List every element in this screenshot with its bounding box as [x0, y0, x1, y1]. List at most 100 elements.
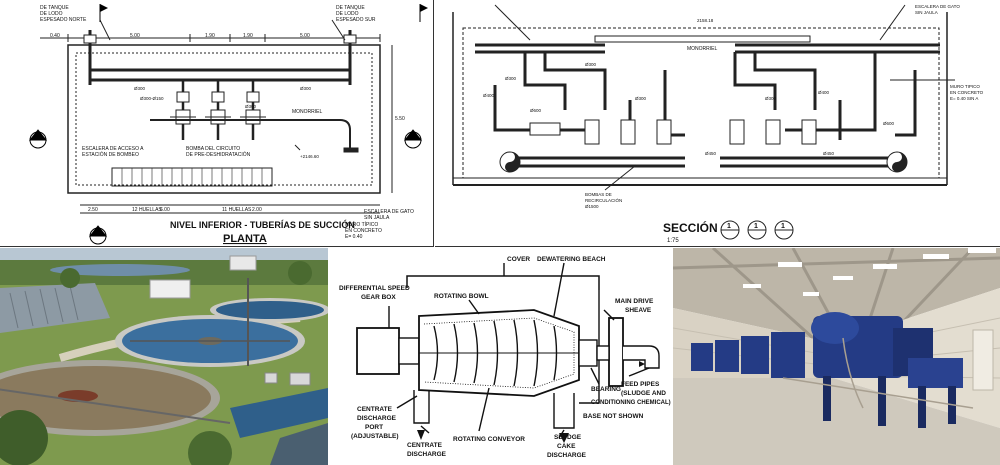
- monorriel-label-section: MONORRIEL: [687, 46, 718, 52]
- ceiling-light: [778, 262, 802, 267]
- escalera-gato-2: SIN JAULA: [364, 215, 390, 221]
- pipe-label-4: Ø300: [245, 104, 257, 109]
- label-rotating-bowl: ROTATING BOWL: [434, 293, 489, 300]
- ceiling-light: [923, 254, 949, 259]
- ceiling-light: [873, 264, 897, 269]
- section-mark-2: 1: [754, 223, 758, 230]
- section-pipe-1: Ø300: [585, 62, 597, 67]
- label-centrate-port-3: PORT: [365, 424, 383, 431]
- pipe-label-1: Ø300: [134, 86, 146, 91]
- label-centrate-port-2: DISCHARGE: [357, 415, 397, 422]
- label-cake-discharge-2: CAKE: [557, 443, 576, 450]
- treatment-plant-photo: [0, 248, 328, 465]
- level-top: 2158.18: [697, 18, 714, 23]
- section-pipe-6: Ø400: [818, 90, 830, 95]
- ceiling-light: [743, 284, 761, 288]
- label-diff-gear-1: DIFFERENTIAL SPEED: [339, 285, 410, 292]
- label-feed-pipes-2: (SLUDGE AND: [621, 390, 666, 397]
- label-centrate-port-4: (ADJUSTABLE): [351, 433, 399, 440]
- section-pipe-4: Ø300: [765, 96, 777, 101]
- huellas-left: 12 HUELLAS: [132, 207, 162, 213]
- label-main-drive-1: MAIN DRIVE: [615, 298, 654, 305]
- centrifuge-machine: [715, 340, 739, 372]
- pipe-label-2: Ø300: [300, 86, 312, 91]
- dim-9: 5.50: [395, 116, 405, 122]
- tank-north-label-3: ESPESADO NORTE: [40, 17, 87, 23]
- label-feed-pipes-1: FEED PIPES: [621, 381, 660, 388]
- building: [229, 255, 257, 271]
- channel: [230, 388, 328, 438]
- muro-label-3: E= 0.40 SIN A: [950, 96, 978, 101]
- muro-tipico-2: EN CONCRETO: [345, 228, 382, 234]
- plan-drawing-panel: DE TANQUE DE LODO ESPESADO NORTE DE TANQ…: [0, 0, 434, 247]
- dim-3: 1.90: [243, 33, 253, 39]
- dim-1: 5.00: [130, 33, 140, 39]
- section-pipe-5: Ø400: [483, 93, 495, 98]
- label-centrate-port-1: CENTRATE: [357, 406, 393, 413]
- ceiling-light: [833, 276, 853, 280]
- section-drawing-panel: 1 1 1 2158.18 MONORRIEL Ø300 Ø300 Ø300 Ø…: [435, 0, 1000, 247]
- escalera-label-2: SIN JAULA: [915, 10, 938, 15]
- escalera-gato-1: ESCALERA DE GATO: [364, 209, 414, 215]
- escalera-acceso-2: ESTACIÓN DE BOMBEO: [82, 151, 139, 158]
- dim-5: 0.40: [50, 33, 60, 39]
- rectangular-tank: [0, 283, 110, 333]
- tank-south-label-1: DE TANQUE: [336, 5, 365, 11]
- bombas-label-2: RECIRCULACIÓN: [585, 197, 622, 203]
- tank-south-label-2: DE LODO: [336, 11, 359, 17]
- centrifuge-machine: [691, 343, 713, 371]
- section-pipe-10: Ø600: [883, 121, 895, 126]
- section-title: SECCIÓN: [663, 220, 718, 235]
- bombas-label-3: Ø1500: [585, 204, 599, 209]
- huellas-right: 11 HUELLAS: [222, 207, 252, 213]
- label-cake-discharge-1: SLUDGE: [554, 434, 582, 441]
- section-pipe-9: Ø600: [530, 108, 542, 113]
- tank-north-label-1: DE TANQUE: [40, 5, 69, 11]
- muro-tipico-1: MURO TÍPICO: [345, 221, 378, 228]
- section-pipe-2: Ø300: [505, 76, 517, 81]
- plan-title: NIVEL INFERIOR - TUBERÍAS DE SUCCIÓN: [170, 219, 355, 230]
- dim-6: 2.50: [88, 207, 98, 213]
- centrifuge-machine: [741, 336, 769, 374]
- dim-8: 2.00: [252, 207, 262, 213]
- centrifuge-diagram-panel: COVER DEWATERING BEACH DIFFERENTIAL SPEE…: [329, 248, 672, 465]
- plan-subtitle: PLANTA: [223, 233, 267, 245]
- ceiling-light: [968, 248, 996, 253]
- section-pipe-3: Ø300: [635, 96, 647, 101]
- tank-south-label-3: ESPESADO SUR: [336, 17, 376, 23]
- bomba-circuito-2: DE PRE-DESHIDRATACIÓN: [186, 151, 251, 158]
- bombas-label-1: BOMBAS DE: [585, 192, 612, 197]
- centrifuge-hall-photo: [673, 248, 1000, 465]
- label-cake-discharge-3: DISCHARGE: [547, 452, 587, 459]
- escalera-acceso-1: ESCALERA DE ACCESO A: [82, 146, 144, 152]
- label-feed-pipes-3: CONDITIONING CHEMICAL): [591, 400, 671, 406]
- label-centrate-discharge-2: DISCHARGE: [407, 451, 447, 458]
- muro-label-2: EN CONCRETO: [950, 90, 984, 95]
- dim-2: 1.90: [205, 33, 215, 39]
- bomba-circuito-1: BOMBA DEL CIRCUITO: [186, 146, 240, 152]
- section-mark-1: 1: [727, 223, 731, 230]
- muro-tipico-3: E= 0.40: [345, 234, 363, 240]
- centrifuge-machine: [811, 312, 963, 428]
- tank-north-label-2: DE LODO: [40, 11, 63, 17]
- section-pipe-8: Ø450: [823, 151, 835, 156]
- label-cover: COVER: [507, 256, 530, 263]
- section-pipe-7: Ø450: [705, 151, 717, 156]
- ceiling-light: [803, 292, 819, 296]
- muro-label-1: MURO TIPICO: [950, 84, 980, 89]
- label-rotating-conveyor: ROTATING CONVEYOR: [453, 436, 525, 443]
- label-dewatering-beach: DEWATERING BEACH: [537, 256, 606, 263]
- centrifuge-machine: [771, 332, 805, 378]
- dim-7: 6.00: [160, 207, 170, 213]
- building: [149, 279, 191, 299]
- section-scale: 1:75: [667, 238, 679, 244]
- dim-4: 5.00: [300, 33, 310, 39]
- label-bearing: BEARING: [591, 386, 621, 393]
- level-mark: +2146.60: [300, 154, 319, 159]
- label-centrate-discharge-1: CENTRATE: [407, 442, 443, 449]
- escalera-label-1: ESCALERA DE GATO: [915, 4, 960, 9]
- pipe-label-3: Ø300-Ø150: [140, 96, 164, 101]
- monorriel-label: MONORRIEL: [292, 109, 323, 115]
- label-main-drive-2: SHEAVE: [625, 307, 652, 314]
- section-mark-3: 1: [781, 223, 785, 230]
